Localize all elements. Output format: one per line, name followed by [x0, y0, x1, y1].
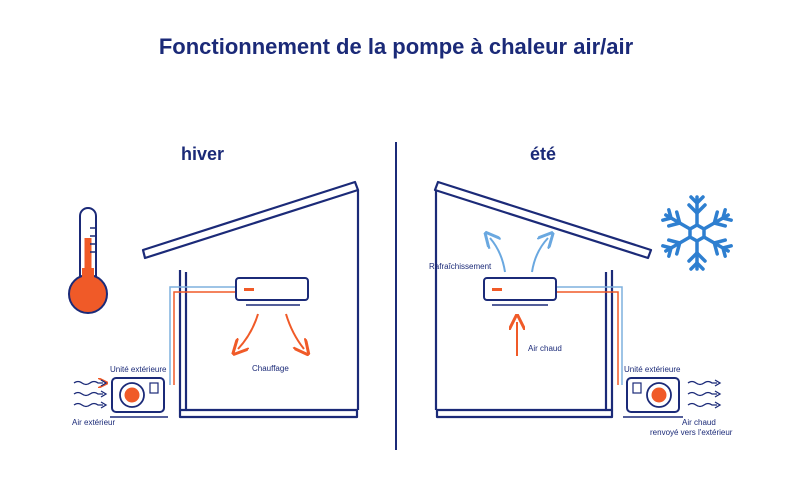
winter-house-outline	[141, 180, 360, 419]
heating-label: Chauffage	[252, 364, 289, 373]
cooling-arrow-left	[490, 238, 506, 273]
summer-heading: été	[530, 144, 557, 164]
thermometer-icon	[68, 207, 108, 314]
heating-arrow-left	[238, 313, 259, 349]
cooling-label: Rafraîchissement	[429, 262, 492, 271]
winter-heading: hiver	[181, 144, 225, 164]
winter-outdoor-unit	[110, 377, 168, 418]
summer-exhaust-label-1: Air chaud	[682, 418, 716, 427]
winter-outdoor-unit-label: Unité extérieure	[110, 365, 167, 374]
cooling-arrow-right	[531, 238, 548, 273]
page-title: Fonctionnement de la pompe à chaleur air…	[158, 34, 634, 59]
winter-indoor-unit	[235, 277, 309, 306]
heating-arrow-right	[285, 313, 304, 349]
winter-air-waves	[73, 380, 106, 409]
summer-air-waves	[687, 379, 722, 409]
winter-pipe-orange	[173, 291, 236, 385]
summer-pipe-blue	[556, 286, 623, 385]
summer-house-outline	[433, 180, 653, 419]
winter-outdoor-air-label: Air extérieur	[72, 418, 116, 427]
summer-indoor-unit	[483, 277, 557, 306]
summer-outdoor-unit	[623, 377, 683, 418]
winter-pipe-blue	[169, 286, 236, 385]
snowflake-icon	[660, 195, 734, 271]
warm-air-label: Air chaud	[528, 344, 562, 353]
summer-outdoor-unit-label: Unité extérieure	[624, 365, 681, 374]
summer-exhaust-label-2: renvoyé vers l'extérieur	[650, 428, 733, 437]
summer-pipe-orange	[556, 291, 619, 385]
